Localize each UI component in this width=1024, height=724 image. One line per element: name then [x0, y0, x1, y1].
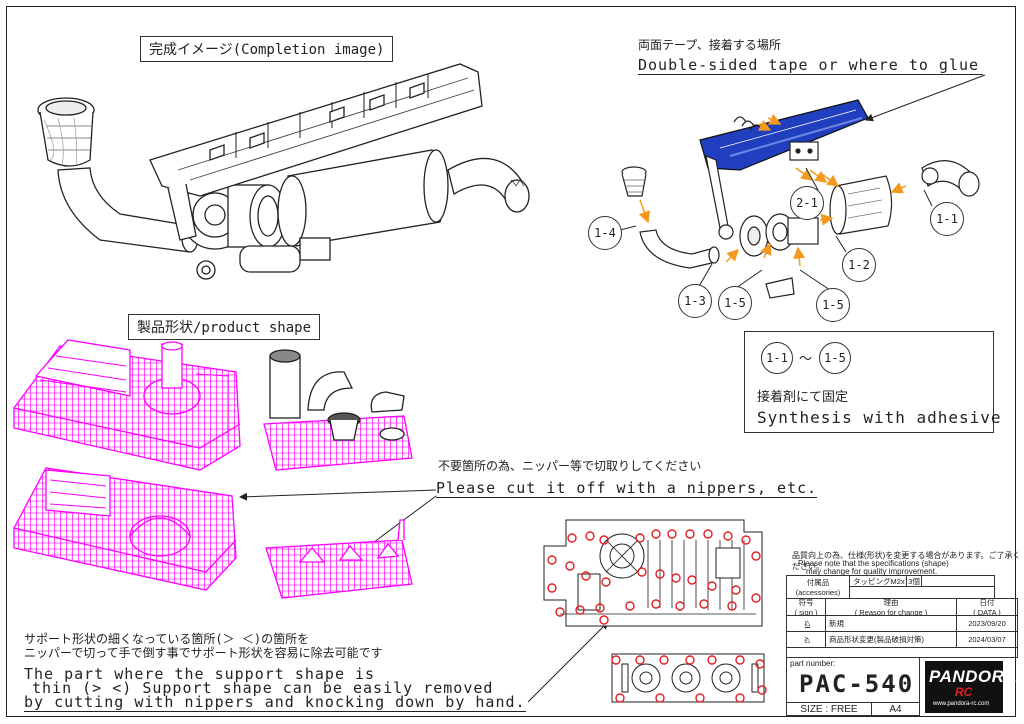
adhesive-note-en: Synthesis with adhesive — [757, 408, 1002, 427]
callout-1-5-right: 1-5 — [816, 288, 850, 322]
spec-note-en-2: may change for quality improvement. — [806, 567, 938, 576]
sign-label: 符号 — [798, 598, 814, 607]
part-number-box: part number: PAC-540 — [786, 657, 920, 703]
adhesive-to-callout: 1-5 — [819, 342, 851, 374]
turbo-drawing — [180, 180, 287, 280]
callout-1-1: 1-1 — [930, 202, 964, 236]
callout-1-2: 1-2 — [842, 248, 876, 282]
triangle-icon: △ — [804, 636, 811, 644]
triangle-icon: △ — [804, 620, 811, 628]
drawing-frame — [6, 6, 1016, 717]
sign-label-en: ( sign ) — [794, 608, 818, 616]
support-note-en-1: The part where the support shape is — [24, 665, 376, 683]
support-note-jp-1: サポート形状の細くなっている箇所(＞ ＜)の箇所を — [24, 632, 310, 646]
revision-2-date: 2024/03/07 — [956, 631, 1018, 648]
revision-2-sign: △2 — [786, 631, 826, 648]
reason-label-en: ( Reason for change ) — [854, 608, 928, 616]
part-number-label: part number: — [790, 659, 836, 668]
muffler-drawing — [239, 149, 449, 273]
support-note-en-2: thin (> <) Support shape can be easily r… — [32, 679, 494, 697]
air-filter-drawing — [37, 97, 95, 167]
revision-2-sign-value: 2 — [804, 636, 808, 643]
callout-1-3: 1-3 — [678, 284, 712, 318]
tape-note-jp: 両面テープ、接着する場所 — [638, 38, 781, 52]
date-label: 日付 — [979, 598, 995, 607]
date-label-en: ( DATA ) — [973, 608, 1001, 616]
brand-name: PANDORA — [929, 667, 1018, 686]
callout-1-5-left: 1-5 — [718, 286, 752, 320]
print-parts-drawing — [13, 339, 413, 599]
support-marks — [547, 529, 767, 703]
adhesive-note-jp: 接着剤にて固定 — [757, 390, 849, 405]
tape-note-en: Double-sided tape or where to glue — [638, 56, 984, 75]
adhesive-from-callout: 1-1 — [761, 342, 793, 374]
sign-header: 符号 ( sign ) — [786, 598, 826, 616]
accessories-label-en: (accessories) — [795, 588, 841, 597]
cut-note-jp: 不要箇所の為、ニッパー等で切取りしてください — [438, 459, 702, 473]
support-plate-drawing — [543, 519, 765, 703]
brand-sub: RC — [955, 685, 973, 699]
revision-1-sign: △1 — [786, 615, 826, 632]
adhesive-range-sep: ～ — [799, 352, 813, 367]
completion-image-label: 完成イメージ(Completion image) — [140, 36, 394, 62]
tape-area-rail — [699, 99, 869, 171]
cut-note-en: Please cut it off with a nippers, etc. — [436, 479, 818, 498]
reason-label: 理由 — [883, 598, 899, 607]
adhesive-note-box: 1-1 ～ 1-5 接着剤にて固定 Synthesis with adhesiv… — [744, 331, 1001, 433]
reason-header: 理由 ( Reason for change ) — [825, 598, 957, 616]
paper-size: A4 — [871, 702, 920, 716]
spec-note-en-1: Please note that the specifications (sha… — [798, 559, 949, 568]
accessories-header: 付属品 (accessories) — [786, 575, 850, 599]
support-note-jp-2: ニッパーで切って手で倒す事でサポート形状を容易に除去可能です — [24, 646, 383, 660]
pandora-logo: PANDORA RC www.pandora-rc.com — [925, 661, 1017, 713]
revision-1-date: 2023/09/20 — [956, 615, 1018, 632]
revision-2-reason: 商品形状変更(製品破損対策) — [825, 631, 957, 648]
support-note-en-3: by cutting with nippers and knocking dow… — [24, 693, 526, 712]
date-header: 日付 ( DATA ) — [956, 598, 1018, 616]
completion-assembly-drawing — [37, 63, 530, 280]
revision-1-sign-value: 1 — [804, 620, 808, 627]
accessories-label: 付属品 — [806, 578, 830, 587]
part-number: PAC-540 — [799, 670, 915, 698]
brand-url: www.pandora-rc.com — [933, 701, 990, 707]
product-shape-label: 製品形状/product shape — [128, 314, 321, 340]
revision-1-reason: 新規 — [825, 615, 957, 632]
spec-note-jp: 品質向上の為、仕様(形状)を変更する場合があります。ご了承ください。 — [792, 551, 1021, 571]
exploded-view-drawing — [621, 99, 980, 299]
callout-2-1: 2-1 — [790, 186, 824, 220]
size-label: SIZE : FREE — [786, 702, 872, 716]
callout-1-4: 1-4 — [588, 216, 622, 250]
print-part-base-d — [265, 539, 413, 599]
